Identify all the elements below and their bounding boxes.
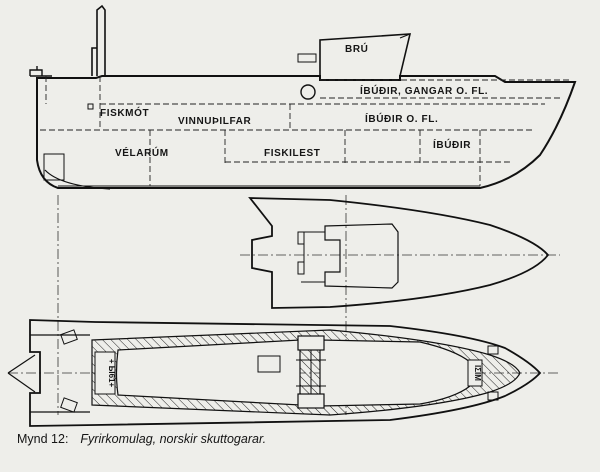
upper-deck-plan (248, 197, 550, 309)
porthole (300, 84, 316, 100)
caption-text: Fyrirkomulag, norskir skuttogarar. (80, 432, 267, 446)
label-vinnuthilfar: VINNUÞILFAR (178, 116, 251, 127)
mast (96, 4, 106, 76)
label-fiskmot: FISKMÓT (100, 106, 149, 119)
lower-deck-plan (7, 319, 542, 427)
working-deck (115, 339, 301, 406)
label-bru: BRÚ (345, 42, 368, 55)
caption-number: Mynd 12: (17, 432, 69, 446)
label-ibudir-gangar: ÍBÚÐIR, GANGAR O. FL. (360, 84, 488, 97)
hull-outline (36, 75, 577, 189)
plan-mark-right: ΙΣΙΜ (473, 365, 482, 381)
label-ibudir: ÍBÚÐIR (433, 138, 471, 151)
label-fiskilest: FISKILEST (264, 148, 321, 159)
label-velarum: VÉLARÚM (115, 146, 169, 159)
upper-deck-outline (248, 197, 550, 309)
figure-caption: Mynd 12: Fyrirkomulag, norskir skuttogara… (17, 432, 266, 446)
side-elevation (29, 4, 577, 190)
bridge (319, 33, 412, 77)
lower-deck-outline (29, 319, 542, 427)
accommodation-block (319, 339, 471, 407)
plan-mark-left: + Ы61+ (107, 359, 116, 388)
winch-housing (324, 223, 399, 289)
label-ibudir-ofl: ÍBÚÐIR O. FL. (365, 112, 438, 125)
interior-decks (40, 76, 570, 186)
